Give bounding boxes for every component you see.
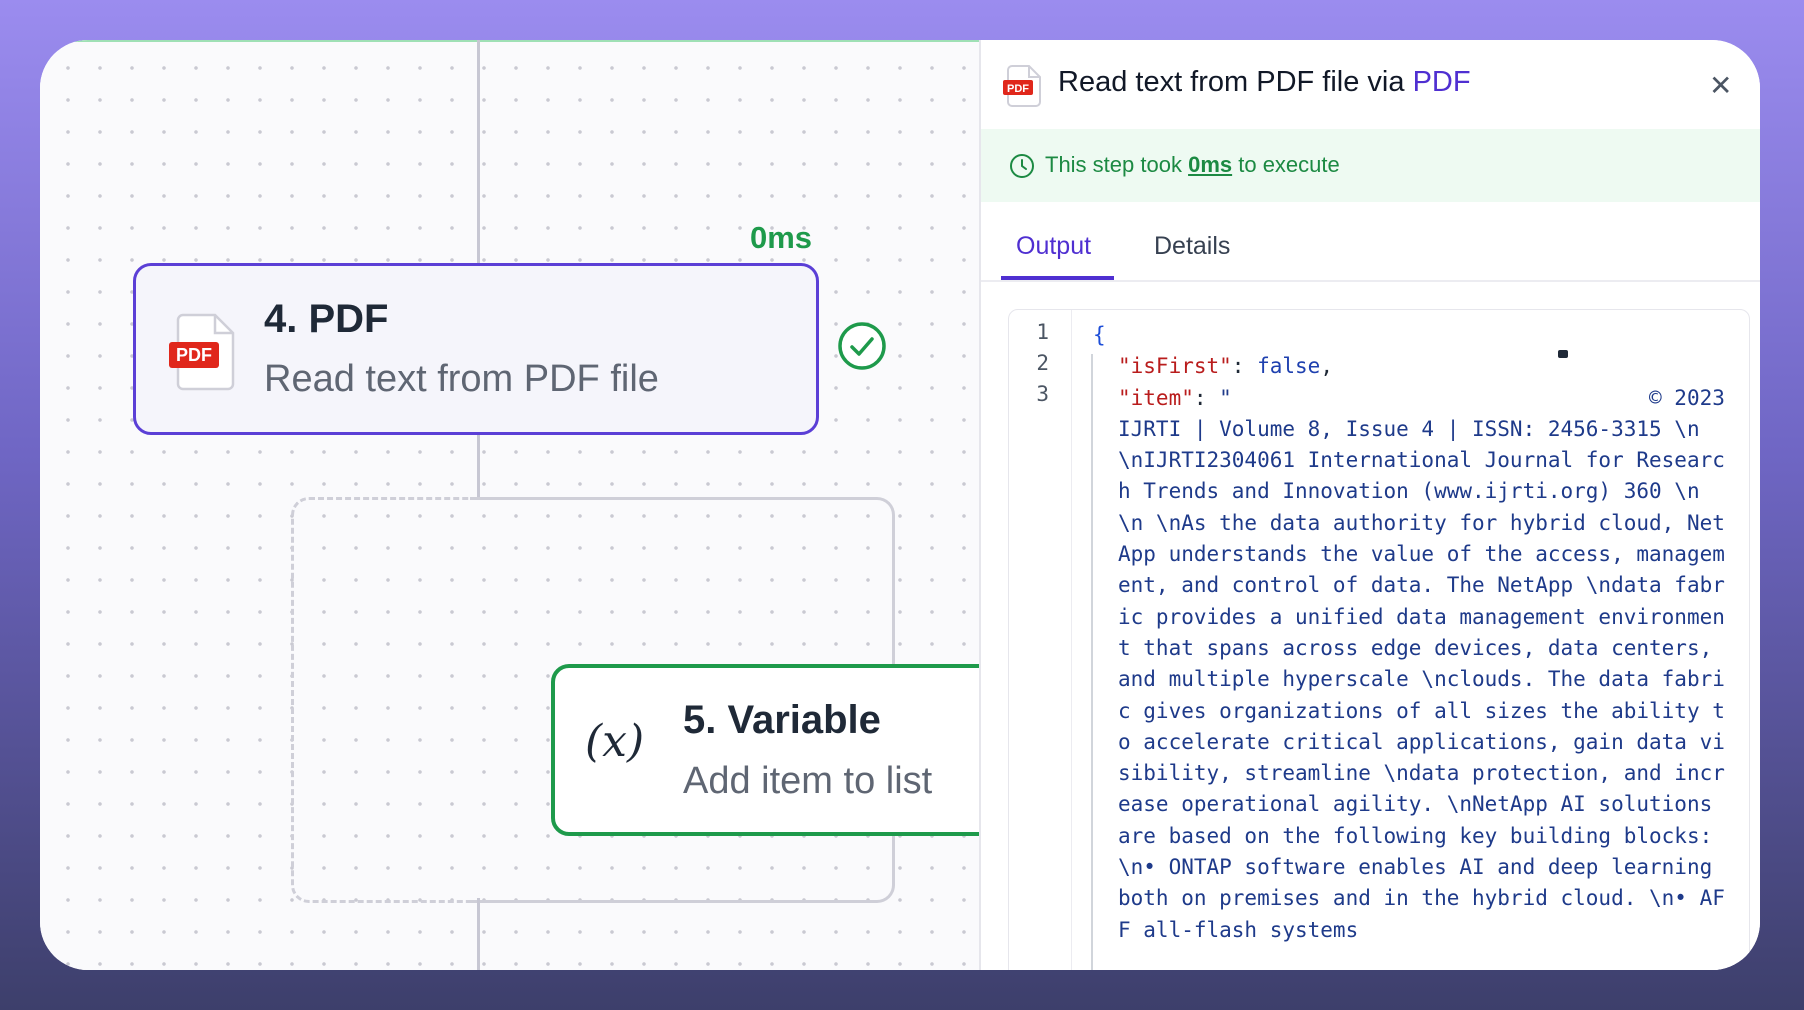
close-icon[interactable]: ✕ bbox=[1709, 70, 1733, 101]
panel-title-link[interactable]: PDF bbox=[1412, 66, 1471, 98]
connector-top bbox=[477, 40, 480, 263]
execution-time-banner: This step took 0ms to execute bbox=[981, 129, 1760, 202]
output-code-viewer[interactable]: 1 2 3 { "isFirst": false, "item": " © 20… bbox=[1008, 309, 1750, 970]
panel-pdf-badge-text: PDF bbox=[1007, 83, 1029, 95]
connector-middle bbox=[477, 435, 480, 499]
line-number: 1 bbox=[1036, 320, 1049, 344]
line-number: 2 bbox=[1036, 351, 1049, 375]
loop-container-dashed bbox=[291, 497, 594, 903]
tab-output[interactable]: Output bbox=[1016, 232, 1092, 260]
panel-title: Read text from PDF file via PDF bbox=[1058, 66, 1471, 99]
json-line-item: "item": " © 2023 IJRTI | Volume 8, Issue… bbox=[1118, 385, 1738, 942]
json-string-value: " © 2023 IJRTI | Volume 8, Issue 4 | ISS… bbox=[1118, 385, 1738, 942]
node-pdf[interactable]: PDF 4. PDF Read text from PDF file bbox=[133, 263, 819, 435]
json-open-brace: { bbox=[1093, 323, 1106, 347]
panel-tabs: Output Details bbox=[981, 202, 1760, 282]
pdf-badge-text: PDF bbox=[176, 345, 212, 365]
execution-time-text: This step took 0ms to execute bbox=[1045, 152, 1340, 178]
clock-icon bbox=[1010, 154, 1034, 178]
check-circle-icon bbox=[838, 322, 886, 370]
indent-guide bbox=[1091, 354, 1093, 970]
panel-header: PDF Read text from PDF file via PDF ✕ bbox=[981, 40, 1760, 130]
execution-time-suffix: to execute bbox=[1232, 152, 1340, 177]
canvas-top-highlight bbox=[40, 40, 979, 42]
node-pdf-subtitle: Read text from PDF file bbox=[264, 358, 659, 400]
node-variable[interactable]: (x) 5. Variable Add item to list bbox=[551, 664, 1011, 836]
execution-time-prefix: This step took bbox=[1045, 152, 1189, 177]
pdf-file-icon: PDF bbox=[169, 313, 235, 391]
workflow-canvas[interactable]: 0ms PDF 4. PDF Read text from PDF file (… bbox=[40, 40, 1011, 970]
step-timing-label: 0ms bbox=[750, 220, 813, 255]
line-number: 3 bbox=[1036, 382, 1049, 406]
pdf-file-icon: PDF bbox=[1003, 65, 1041, 107]
tab-details[interactable]: Details bbox=[1154, 232, 1231, 260]
json-line-isfirst: "isFirst": false, bbox=[1118, 354, 1333, 379]
line-number-gutter: 1 2 3 bbox=[1009, 310, 1072, 970]
node-pdf-title: 4. PDF bbox=[264, 297, 389, 341]
node-variable-title: 5. Variable bbox=[683, 698, 881, 742]
variable-icon: (x) bbox=[585, 716, 645, 767]
app-frame: 0ms PDF 4. PDF Read text from PDF file (… bbox=[40, 40, 1760, 970]
scrollbar-thumb[interactable] bbox=[1558, 350, 1568, 358]
json-value: false bbox=[1257, 354, 1321, 379]
json-output: { "isFirst": false, "item": " © 2023 IJR… bbox=[1093, 320, 1733, 946]
active-tab-indicator bbox=[1001, 276, 1114, 280]
panel-title-text: Read text from PDF file via bbox=[1058, 66, 1413, 98]
execution-time-value: 0ms bbox=[1188, 152, 1233, 177]
connector-bottom bbox=[477, 898, 480, 970]
step-detail-panel: PDF Read text from PDF file via PDF ✕ Th… bbox=[979, 40, 1760, 970]
node-variable-subtitle: Add item to list bbox=[683, 760, 933, 802]
json-key: "item" bbox=[1118, 385, 1194, 410]
json-key: "isFirst" bbox=[1118, 354, 1232, 379]
